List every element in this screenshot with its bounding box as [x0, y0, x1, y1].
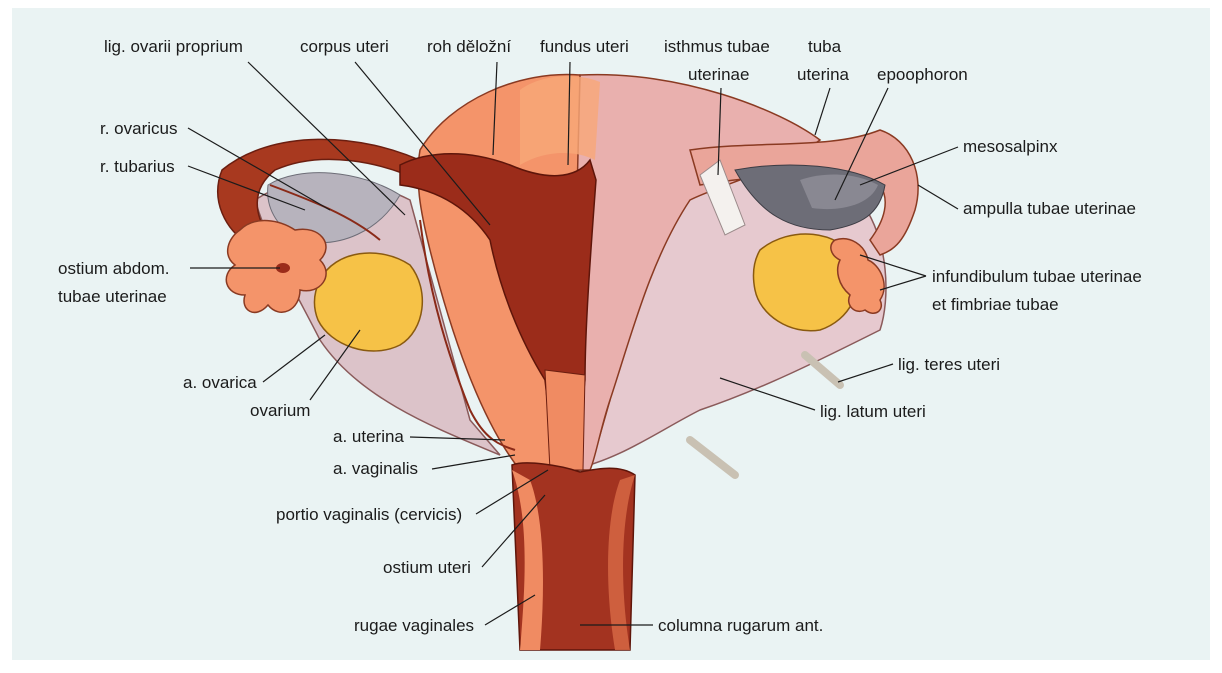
label-portio: portio vaginalis (cervicis)	[276, 505, 462, 524]
label-isthmus-line2: uterinae	[688, 65, 749, 84]
label-ostium-abdom-line1: ostium abdom.	[58, 259, 170, 278]
label-roh-delozni: roh děložní	[427, 37, 511, 56]
label-r-ovaricus: r. ovaricus	[100, 119, 177, 138]
label-a-ovarica: a. ovarica	[183, 373, 257, 392]
label-ostium-abdom-line2: tubae uterinae	[58, 287, 167, 306]
label-columna: columna rugarum ant.	[658, 616, 823, 635]
ovary-left	[314, 253, 422, 351]
label-r-tubarius: r. tubarius	[100, 157, 175, 176]
label-lig-latum: lig. latum uteri	[820, 402, 926, 421]
label-isthmus-line1: isthmus tubae	[664, 37, 770, 56]
label-lig-ovarii-proprium: lig. ovarii proprium	[104, 37, 243, 56]
label-infundibulum-line1: infundibulum tubae uterinae	[932, 267, 1142, 286]
label-fundus-uteri: fundus uteri	[540, 37, 629, 56]
label-rugae: rugae vaginales	[354, 616, 474, 635]
label-ovarium: ovarium	[250, 401, 310, 420]
cervical-canal	[545, 370, 585, 470]
label-ampulla: ampulla tubae uterinae	[963, 199, 1136, 218]
label-ostium-uteri: ostium uteri	[383, 558, 471, 577]
label-a-uterina: a. uterina	[333, 427, 404, 446]
label-tuba-line1: tuba	[808, 37, 842, 56]
label-infundibulum-line2: et fimbriae tubae	[932, 295, 1059, 314]
label-epoophoron: epoophoron	[877, 65, 968, 84]
label-tuba-line2: uterina	[797, 65, 850, 84]
label-corpus-uteri: corpus uteri	[300, 37, 389, 56]
fundus-highlight	[520, 76, 600, 165]
label-a-vaginalis: a. vaginalis	[333, 459, 418, 478]
label-lig-teres: lig. teres uteri	[898, 355, 1000, 374]
label-mesosalpinx: mesosalpinx	[963, 137, 1058, 156]
